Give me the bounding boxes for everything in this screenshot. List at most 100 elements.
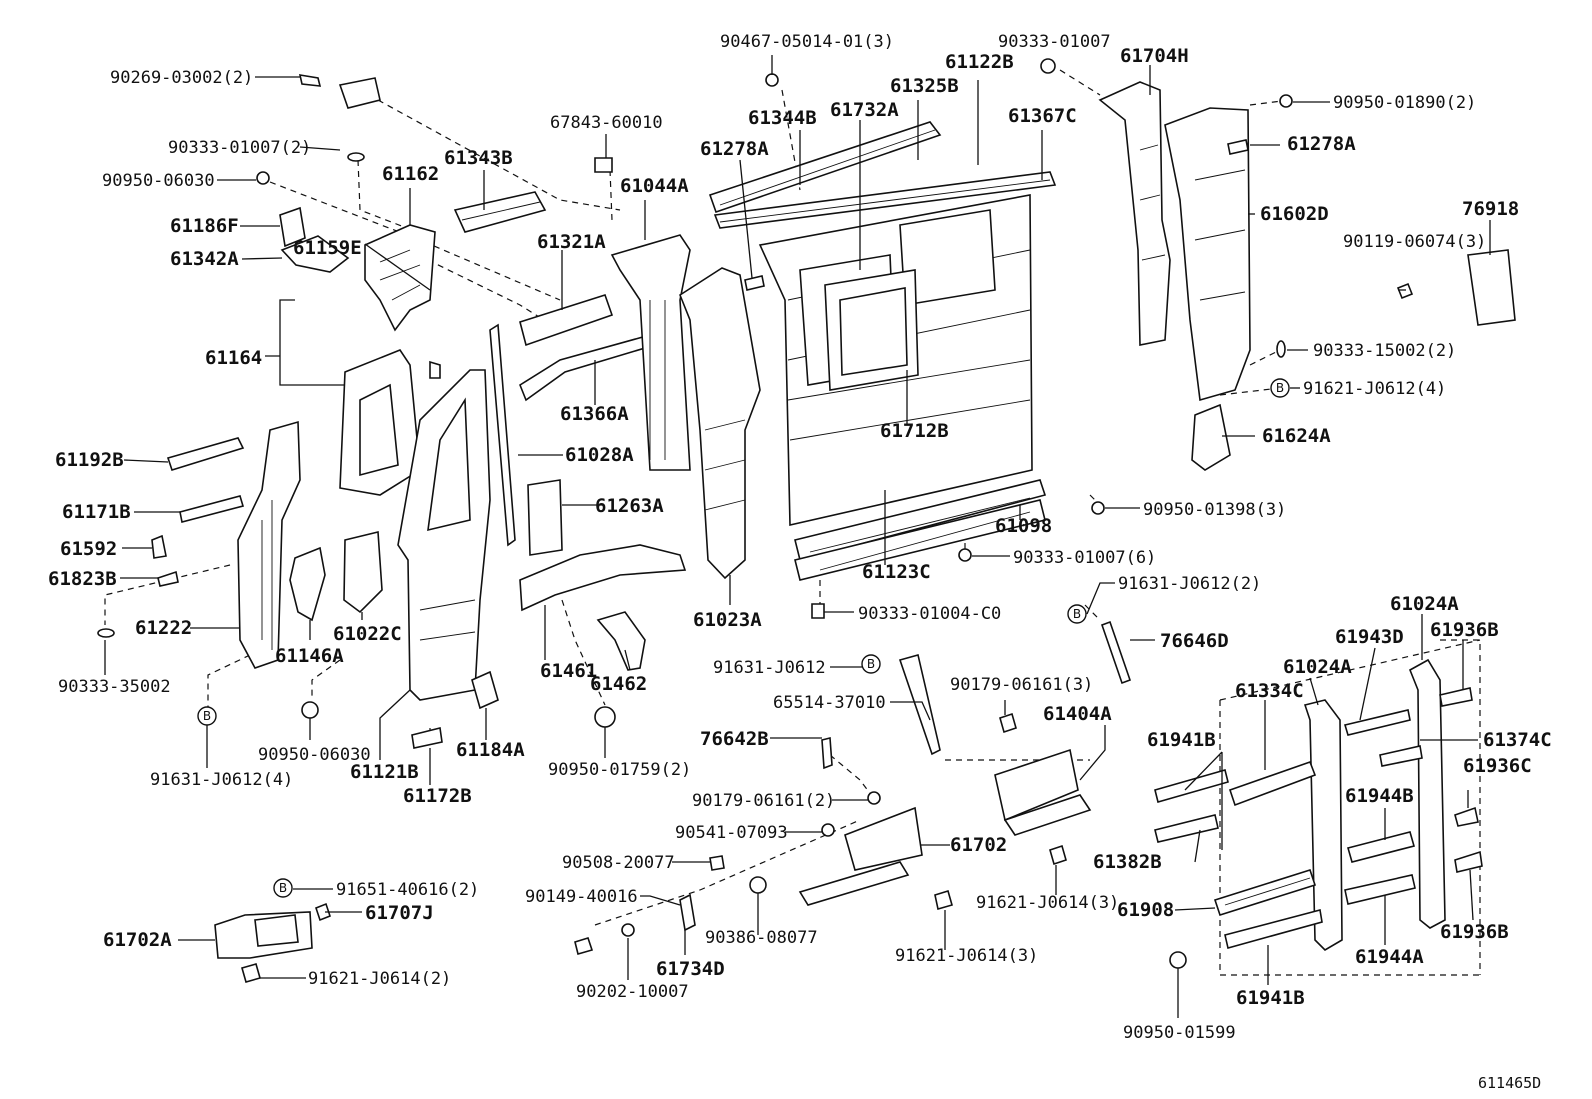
part-label: 61159E <box>293 237 362 259</box>
part-label: 61374C <box>1483 729 1552 751</box>
part-label: 61192B <box>55 449 124 471</box>
part-label: 90119-06074(3) <box>1343 232 1486 252</box>
part-label: 90950-01398(3) <box>1143 500 1286 520</box>
part-label: 90950-06030 <box>258 745 371 765</box>
part-label: 61022C <box>333 623 402 645</box>
part-label: 61222 <box>135 617 192 639</box>
part-label: 61321A <box>537 231 606 253</box>
part-label: 61941B <box>1236 987 1305 1009</box>
part-label: 90467-05014-01(3) <box>720 32 894 52</box>
part-label: 61325B <box>890 75 959 97</box>
part-label: 91631-J0612(4) <box>150 770 293 790</box>
part-label: 61936B <box>1440 921 1509 943</box>
part-label: 61702 <box>950 834 1007 856</box>
center-parts <box>708 58 1105 619</box>
part-label: 61944A <box>1355 946 1424 968</box>
part-label: 61702A <box>103 929 172 951</box>
part-label: 61343B <box>444 147 513 169</box>
part-label: 90950-01599 <box>1123 1023 1236 1043</box>
part-label: 61024A <box>1390 593 1459 615</box>
part-label: 61184A <box>456 739 525 761</box>
marker-b: B <box>867 657 875 671</box>
part-label: 61404A <box>1043 703 1112 725</box>
part-label: 90950-06030 <box>102 171 215 191</box>
part-label: 90149-40016 <box>525 887 638 907</box>
part-label: 91651-40616(2) <box>336 880 479 900</box>
part-label: 61186F <box>170 215 239 237</box>
part-label: 90333-01007(2) <box>168 138 311 158</box>
part-label: 61146A <box>275 645 344 667</box>
bottom-right-parts <box>1154 658 1483 969</box>
part-label: 61121B <box>350 761 419 783</box>
part-label: 61123C <box>862 561 931 583</box>
part-label: 61908 <box>1117 899 1174 921</box>
part-label: 90179-06161(3) <box>950 675 1093 695</box>
part-label: 61278A <box>1287 133 1356 155</box>
part-label: 61382B <box>1093 851 1162 873</box>
part-label: 61707J <box>365 902 434 924</box>
part-label: 90950-01890(2) <box>1333 93 1476 113</box>
part-label: 67843-60010 <box>550 113 663 133</box>
part-label: 61941B <box>1147 729 1216 751</box>
part-label: 61366A <box>560 403 629 425</box>
part-label: 61732A <box>830 99 899 121</box>
part-label: 61164 <box>205 347 262 369</box>
part-label: 61344B <box>748 107 817 129</box>
part-label: 90333-01007(6) <box>1013 548 1156 568</box>
part-label: 61342A <box>170 248 239 270</box>
leader-lines <box>104 55 1491 1018</box>
marker-b: B <box>279 881 287 895</box>
part-label: 61602D <box>1260 203 1329 225</box>
part-label: 91621-J0612(4) <box>1303 379 1446 399</box>
part-label: 61023A <box>693 609 762 631</box>
part-label: 91631-J0612(2) <box>1118 574 1261 594</box>
part-label: 90179-06161(2) <box>692 791 835 811</box>
left-parts: B <box>97 74 761 749</box>
part-label: 61712B <box>880 420 949 442</box>
part-label: 61044A <box>620 175 689 197</box>
part-label: 61592 <box>60 538 117 560</box>
part-label: 90333-01007 <box>998 32 1111 52</box>
diagram-id: 611465D <box>1478 1074 1541 1092</box>
marker-b: B <box>1073 607 1081 621</box>
part-label: 61278A <box>700 138 769 160</box>
part-label: 61171B <box>62 501 131 523</box>
part-label: 61936C <box>1463 755 1532 777</box>
part-label: 76642B <box>700 728 769 750</box>
part-label: 90333-01004-C0 <box>858 604 1001 624</box>
part-label: 90541-07093 <box>675 823 788 843</box>
part-label: 61024A <box>1283 656 1352 678</box>
part-label: 91621-J0614(3) <box>976 893 1119 913</box>
part-labels: 90269-03002(2) 90333-01007(2) 90950-0603… <box>48 32 1552 1043</box>
marker-b: B <box>203 709 211 723</box>
part-label: 61367C <box>1008 105 1077 127</box>
part-label: 61162 <box>382 163 439 185</box>
part-label: 61172B <box>403 785 472 807</box>
right-parts: B <box>1098 81 1516 471</box>
part-label: 61461 <box>540 660 597 682</box>
part-label: 61098 <box>995 515 1052 537</box>
part-label: 90202-10007 <box>576 982 689 1002</box>
part-label: 61334C <box>1235 680 1304 702</box>
part-label: 90508-20077 <box>562 853 675 873</box>
part-label: 65514-37010 <box>773 693 886 713</box>
part-label: 91621-J0614(3) <box>895 946 1038 966</box>
part-label: 90333-35002 <box>58 677 171 697</box>
part-label: 61462 <box>590 673 647 695</box>
part-label: 61936B <box>1430 619 1499 641</box>
part-label: 90333-15002(2) <box>1313 341 1456 361</box>
part-label: 61028A <box>565 444 634 466</box>
part-label: 76918 <box>1462 198 1519 220</box>
part-label: 61704H <box>1120 45 1189 67</box>
part-label: 61734D <box>656 958 725 980</box>
part-label: 91621-J0614(2) <box>308 969 451 989</box>
part-label: 61943D <box>1335 626 1404 648</box>
part-label: 90386-08077 <box>705 928 818 948</box>
part-label: 91631-J0612 <box>713 658 826 678</box>
part-label: 61122B <box>945 51 1014 73</box>
bottom-center-parts: B B B <box>214 604 1132 983</box>
part-label: 76646D <box>1160 630 1229 652</box>
part-label: 61944B <box>1345 785 1414 807</box>
part-label: 90950-01759(2) <box>548 760 691 780</box>
